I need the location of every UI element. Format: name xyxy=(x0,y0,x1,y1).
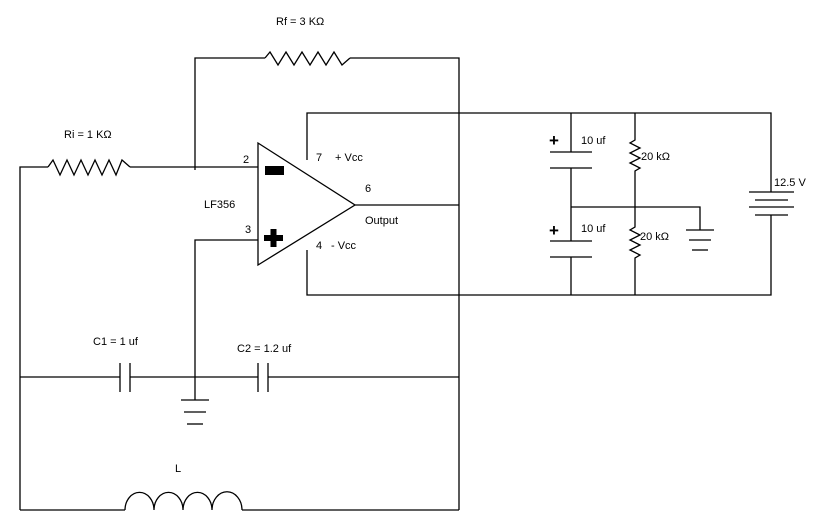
cap-top-plus: + xyxy=(549,131,559,150)
c1-capacitor xyxy=(20,363,195,392)
inductor xyxy=(20,491,459,511)
ground-symbol xyxy=(181,399,209,425)
pin-3-label: 3 xyxy=(245,224,251,236)
res-bottom xyxy=(628,207,642,295)
plus-symbol xyxy=(264,229,283,247)
rf-resistor xyxy=(194,50,460,205)
vcc-pos-label: + Vcc xyxy=(335,152,363,164)
opamp-label: LF356 xyxy=(204,199,235,211)
cap-bottom-label: 10 uf xyxy=(581,223,606,235)
res-bottom-label: 20 kΩ xyxy=(640,231,669,243)
battery xyxy=(749,191,794,216)
battery-label: 12.5 V xyxy=(774,177,806,189)
vcc-neg-label: - Vcc xyxy=(331,240,357,252)
opamp xyxy=(257,141,459,267)
c1-label: C1 = 1 uf xyxy=(93,336,139,348)
inductor-label: L xyxy=(175,463,181,475)
cap-bottom xyxy=(550,207,592,295)
c2-label: C2 = 1.2 uf xyxy=(237,343,292,355)
pin-2-label: 2 xyxy=(243,154,249,166)
mid-ground xyxy=(571,206,714,251)
pin-6-label: 6 xyxy=(365,183,371,195)
c2-capacitor xyxy=(195,363,459,392)
res-top-label: 20 kΩ xyxy=(641,151,670,163)
cap-top-label: 10 uf xyxy=(581,135,606,147)
rf-label: Rf = 3 KΩ xyxy=(276,16,324,28)
cap-bottom-plus: + xyxy=(549,221,559,240)
supply-rails xyxy=(306,112,772,296)
ri-label: Ri = 1 KΩ xyxy=(64,129,112,141)
noninv-wire xyxy=(194,239,258,400)
pin-4-label: 4 xyxy=(316,240,322,252)
res-top xyxy=(628,113,642,207)
minus-symbol xyxy=(265,166,284,175)
output-label: Output xyxy=(365,215,398,227)
ri-resistor xyxy=(19,158,258,510)
cap-top xyxy=(550,113,592,207)
pin-7-label: 7 xyxy=(316,152,322,164)
